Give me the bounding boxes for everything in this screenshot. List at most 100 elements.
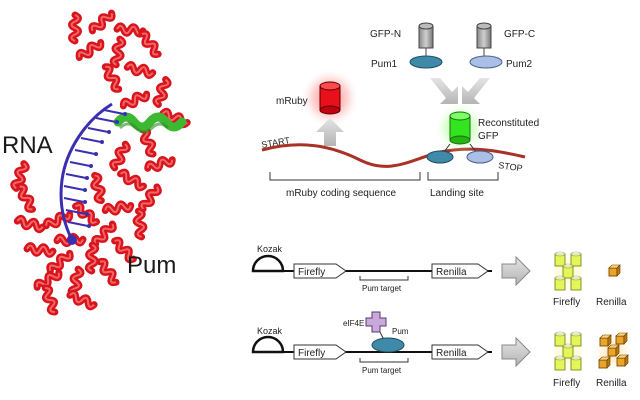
helix-ribbon [139, 126, 157, 158]
converge-arrow-right [462, 78, 490, 104]
kozak-symbol-bottom [251, 335, 285, 354]
firefly-gene-bottom [293, 344, 347, 360]
result-arrow-top [501, 255, 531, 287]
pum-target-label-bottom: Pum target [362, 366, 402, 375]
helix-ribbon [42, 210, 74, 230]
pum2-domain [469, 55, 503, 69]
firefly-luciferase [554, 331, 566, 347]
eif4e-protein [365, 311, 387, 333]
rna-base-tip [107, 130, 111, 134]
reporter-construct-top: Kozak Firefly Renilla Pum target [251, 244, 492, 293]
helix-ribbon [68, 11, 82, 45]
stop-label: STOP [498, 160, 523, 173]
gfp-c-fragment [476, 22, 492, 58]
helix-ribbon [91, 220, 117, 248]
helix-ribbon [132, 207, 148, 241]
renilla-luciferase [607, 344, 620, 357]
rna-base [69, 161, 91, 167]
reconstituted-gfp [443, 111, 477, 153]
renilla-output-label-top: Renilla [596, 297, 627, 308]
rna-end-cap [67, 235, 77, 245]
firefly-luciferase [554, 275, 566, 291]
firefly-output-label-top: Firefly [553, 297, 580, 308]
kozak-label-bottom: Kozak [257, 326, 283, 336]
rna-base [67, 221, 89, 227]
firefly-gene-label-bottom: Firefly [298, 348, 325, 359]
helix-ribbon [88, 9, 116, 35]
helix-ribbon [46, 249, 74, 275]
rna-base-tip [94, 152, 98, 156]
helix-ribbon [109, 140, 131, 172]
helix-ribbon [75, 39, 105, 61]
renilla-output-label-bottom: Renilla [596, 378, 627, 389]
pum-target-bracket-top [359, 276, 409, 281]
helix-ribbon [16, 183, 36, 213]
rna-strand [59, 102, 127, 245]
helix-ribbon [67, 265, 85, 299]
firefly-luciferase [562, 263, 574, 279]
gfp-reporter-panel: GFP-N Pum1 GFP-C Pum2 mRuby START STOP [261, 22, 539, 199]
helix-ribbon [119, 90, 151, 110]
helix-ribbon [152, 76, 172, 108]
helix-ribbon [23, 242, 57, 258]
helix-ribbon [111, 236, 137, 264]
bound-pum1 [426, 150, 454, 164]
helix-ribbon [138, 183, 162, 213]
landing-site-label: Landing site [430, 188, 484, 199]
landing-site-bracket [427, 172, 499, 181]
rna-base-tip [83, 188, 87, 192]
gfp-n-fragment [418, 22, 434, 58]
firefly-output-label-bottom: Firefly [553, 378, 580, 389]
helix-ribbon [10, 160, 30, 192]
renilla-luciferase [616, 354, 629, 367]
helix-ribbon [90, 171, 106, 205]
mrna-transcript [261, 143, 526, 168]
firefly-luciferase [570, 275, 582, 291]
helix-ribbon [66, 289, 98, 311]
helix-ribbon [96, 257, 120, 287]
firefly-gene-top [293, 263, 347, 279]
mruby-arrow [316, 118, 344, 146]
pum-protein-bound [371, 337, 405, 353]
reconstituted-label-1: Reconstituted [478, 118, 539, 129]
firefly-luciferase [570, 355, 582, 371]
renilla-luciferase [615, 332, 628, 345]
coding-sequence-bracket [269, 172, 421, 181]
rna-bases [63, 109, 127, 228]
pum-protein-structure: RNA Pum [2, 9, 191, 316]
renilla-gene-label-top: Renilla [436, 267, 467, 278]
rna-base [103, 109, 125, 115]
helix-ribbon [109, 35, 127, 69]
eif4e-label: eIF4E [343, 319, 364, 328]
rna-base [95, 117, 117, 123]
rna-base-tip [85, 212, 89, 216]
rna-base [63, 185, 85, 191]
renilla-luciferase [599, 334, 612, 347]
firefly-luciferase [570, 251, 582, 267]
pum1-domain [409, 55, 443, 69]
rna-base [65, 173, 87, 179]
rna-base [65, 209, 87, 215]
rna-base-tip [115, 120, 119, 124]
mruby-protein [319, 81, 341, 115]
firefly-luciferase [554, 355, 566, 371]
renilla-gene-top [431, 263, 489, 279]
firefly-gene-label-top: Firefly [298, 267, 325, 278]
helix-ribbon [113, 22, 147, 38]
pum-label: Pum [127, 252, 176, 279]
helix-ribbon [123, 61, 157, 79]
rna-base [74, 149, 96, 155]
renilla-gene-label-bottom: Renilla [436, 348, 467, 359]
protein-helices [10, 9, 191, 316]
helix-ribbon [33, 269, 63, 291]
rna-base [87, 127, 109, 133]
helix-ribbon [117, 168, 147, 192]
output-bottom [546, 330, 635, 374]
renilla-luciferase [598, 356, 611, 369]
firefly-luciferase [554, 251, 566, 267]
pum-bound-label: Pum [392, 327, 409, 336]
renilla-gene-bottom [431, 344, 489, 360]
helix-ribbon [101, 63, 123, 93]
helix-ribbon [101, 200, 135, 216]
